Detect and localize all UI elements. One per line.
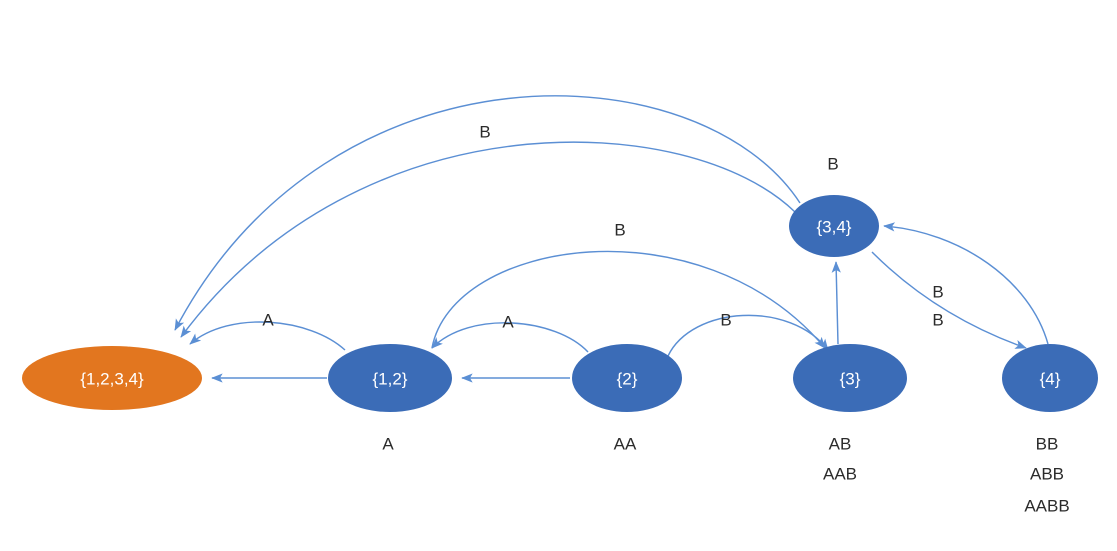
node-s2-shape[interactable]: [572, 344, 682, 412]
state-words-s2-line-0: AA: [614, 435, 637, 454]
node-s3[interactable]: {3}: [793, 344, 907, 412]
edge-label-s34-to-s1234-inner: B: [479, 123, 490, 142]
node-s1234[interactable]: {1,2,3,4}: [22, 346, 202, 410]
node-s1234-label: {1,2,3,4}: [80, 370, 144, 389]
edge-s34-to-s1234-outer[interactable]: [174, 95, 801, 331]
node-s34-shape[interactable]: [789, 195, 879, 257]
node-s34-label: {3,4}: [817, 218, 852, 237]
node-s3-label: {3}: [840, 370, 861, 389]
node-layer: {1,2,3,4} {1,2} {2} {3} {4} {3,4}: [22, 195, 1098, 412]
edge-s34-to-s1234-inner[interactable]: [180, 141, 796, 338]
edge-label-s2-to-s12: A: [502, 313, 514, 332]
edge-s12-to-s1234-arc[interactable]: [189, 321, 346, 351]
state-words-s4-line-0: BB: [1036, 435, 1059, 454]
node-s34[interactable]: {3,4}: [789, 195, 879, 257]
edge-label-s3-to-s4: B: [932, 283, 943, 302]
state-words-s3-line-1: AAB: [823, 465, 857, 484]
edge-label-s4-to-s34: B: [932, 311, 943, 330]
node-s2-label: {2}: [617, 370, 638, 389]
edge-s2-to-s12-arc[interactable]: [431, 322, 589, 353]
node-s4-shape[interactable]: [1002, 344, 1098, 412]
node-s4[interactable]: {4}: [1002, 344, 1098, 412]
node-s12[interactable]: {1,2}: [328, 344, 452, 412]
state-words-s4-line-2: AABB: [1024, 497, 1069, 516]
edge-layer: [174, 95, 1049, 383]
edge-label-s2-to-s3: B: [720, 311, 731, 330]
node-s12-shape[interactable]: [328, 344, 452, 412]
state-words-s12-line-0: A: [382, 435, 394, 454]
node-s12-label: {1,2}: [373, 370, 408, 389]
node-s1234-shape[interactable]: [22, 346, 202, 410]
node-s4-label: {4}: [1040, 370, 1061, 389]
edge-s2-to-s3-arc[interactable]: [667, 314, 829, 357]
edge-label-layer: A A B B B B B B: [262, 123, 943, 332]
edge-label-s12-to-s1234: A: [262, 311, 274, 330]
state-words-s3-line-0: AB: [829, 435, 852, 454]
edge-label-s12-to-s3: B: [614, 221, 625, 240]
edge-s3-to-s4-arc[interactable]: [871, 251, 1027, 349]
edge-s4-to-s34-arc[interactable]: [883, 222, 1049, 345]
node-s2[interactable]: {2}: [572, 344, 682, 412]
state-words-s4-line-1: ABB: [1030, 465, 1064, 484]
state-word-layer: A AA AB AAB BB ABB AABB: [382, 435, 1069, 516]
edge-s3-to-s34-vertical[interactable]: [831, 261, 841, 345]
node-s3-shape[interactable]: [793, 344, 907, 412]
edge-label-s34-to-s1234-outer: B: [827, 155, 838, 174]
edge-s12-to-s3-arc[interactable]: [431, 250, 826, 349]
